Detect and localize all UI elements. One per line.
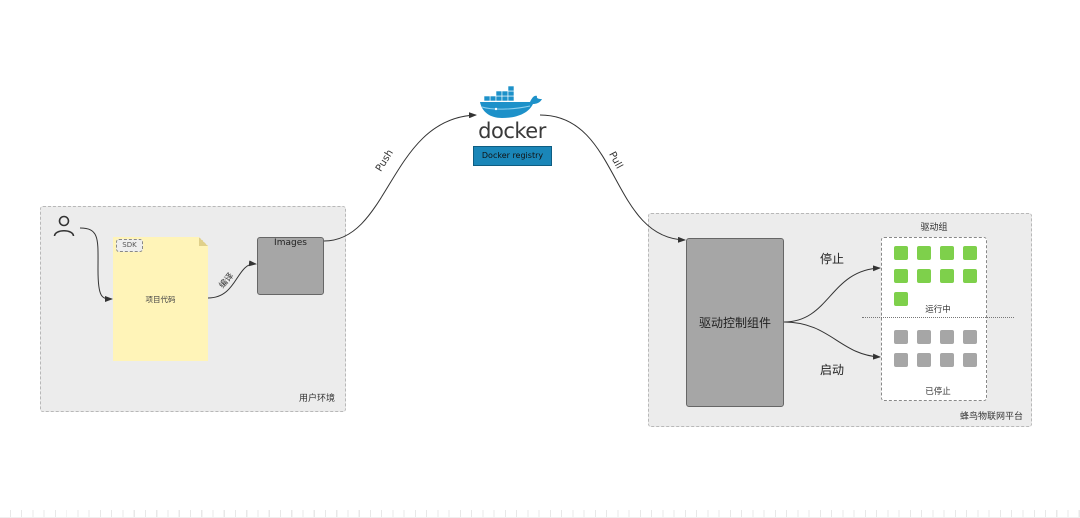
running-driver-square bbox=[940, 246, 954, 260]
stopped-driver-square bbox=[917, 353, 931, 367]
start-edge bbox=[783, 321, 881, 360]
stop-action-label: 停止 bbox=[820, 252, 845, 266]
driver-control-label: 驱动控制组件 bbox=[698, 316, 771, 330]
user-icon bbox=[52, 214, 76, 242]
docker-wordmark: docker bbox=[478, 119, 546, 143]
push-edge bbox=[323, 112, 477, 242]
start-action-label: 启动 bbox=[820, 363, 845, 377]
project-code-document bbox=[113, 237, 208, 361]
stopped-driver-square bbox=[940, 330, 954, 344]
running-driver-square bbox=[917, 246, 931, 260]
document-fold-icon bbox=[199, 237, 208, 246]
images-label: Images bbox=[274, 238, 307, 248]
group-divider bbox=[862, 317, 1014, 318]
running-driver-square bbox=[963, 246, 977, 260]
stop-edge bbox=[783, 265, 881, 323]
stopped-label: 已停止 bbox=[925, 387, 951, 397]
running-driver-square bbox=[917, 269, 931, 283]
ruler-strip bbox=[0, 510, 1080, 518]
stopped-driver-square bbox=[963, 330, 977, 344]
iot-platform-label: 蜂鸟物联网平台 bbox=[960, 412, 1024, 422]
driver-control-box bbox=[686, 238, 784, 407]
images-box bbox=[257, 237, 324, 295]
running-driver-square bbox=[894, 269, 908, 283]
stopped-driver-square bbox=[894, 353, 908, 367]
driver-group-box bbox=[881, 237, 987, 401]
running-driver-square bbox=[963, 269, 977, 283]
running-driver-square bbox=[894, 246, 908, 260]
compile-edge bbox=[207, 260, 257, 299]
running-driver-square bbox=[894, 292, 908, 306]
user-environment-label: 用户环境 bbox=[299, 394, 336, 404]
running-driver-square bbox=[940, 269, 954, 283]
running-label: 运行中 bbox=[925, 305, 951, 315]
pull-edge bbox=[539, 114, 686, 243]
driver-group-title: 驱动组 bbox=[920, 223, 948, 233]
stopped-driver-square bbox=[963, 353, 977, 367]
docker-registry-box: Docker registry bbox=[473, 146, 552, 166]
sdk-tag: SDK bbox=[116, 239, 143, 252]
user-to-code-edge bbox=[79, 227, 113, 302]
project-code-label: 项目代码 bbox=[145, 295, 176, 304]
stopped-driver-square bbox=[940, 353, 954, 367]
docker-whale-icon bbox=[478, 84, 544, 124]
stopped-driver-square bbox=[917, 330, 931, 344]
stopped-driver-square bbox=[894, 330, 908, 344]
